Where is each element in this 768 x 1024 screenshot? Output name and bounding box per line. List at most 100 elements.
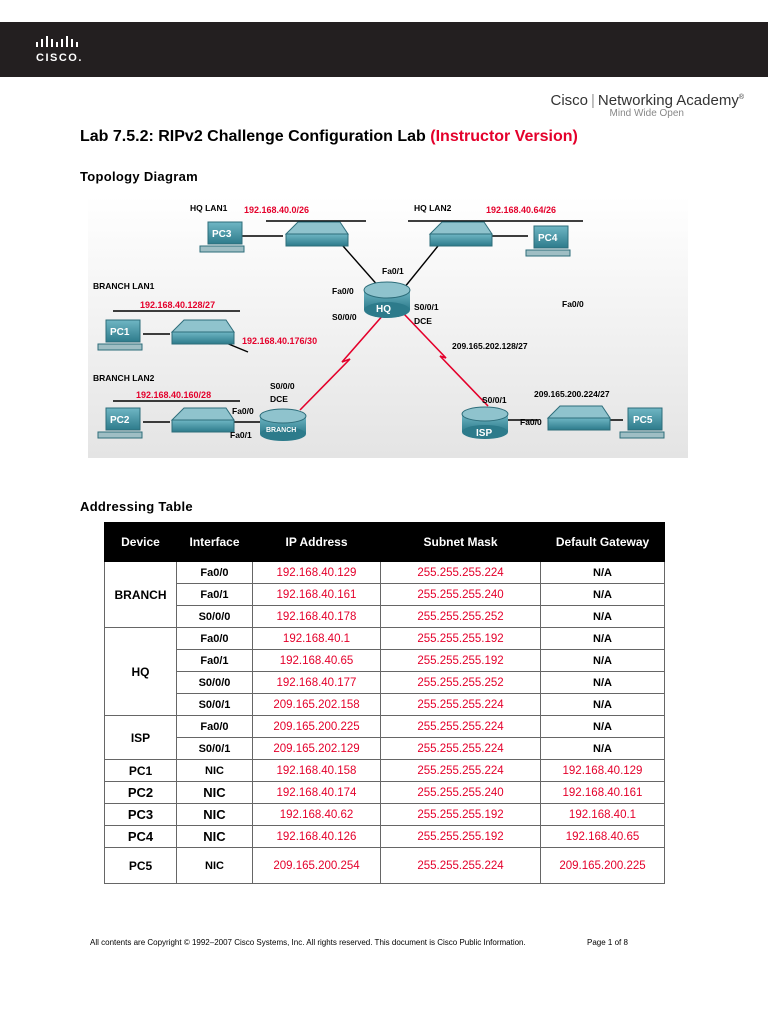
label-br-dce: DCE: [270, 394, 288, 404]
switch-icon: [546, 405, 611, 431]
ip-address-cell: 209.165.202.129: [252, 737, 381, 760]
switch-icon: [170, 407, 235, 433]
isp-router-icon: [461, 406, 509, 439]
lab-title-version: (Instructor Version): [430, 128, 578, 145]
interface-cell: Fa0/1: [176, 583, 253, 606]
ip-address-cell: 192.168.40.129: [252, 561, 381, 584]
hq-router-icon: [363, 281, 411, 318]
default-gateway-cell: 192.168.40.129: [540, 759, 665, 782]
pc2-icon: [97, 407, 143, 439]
switch-icon: [170, 319, 235, 345]
device-cell: HQ: [104, 627, 177, 716]
device-cell: PC4: [104, 825, 177, 848]
switch-icon: [284, 221, 349, 247]
ip-address-cell: 192.168.40.161: [252, 583, 381, 606]
label-pc4: PC4: [538, 233, 558, 244]
label-hq-lan1: HQ LAN1: [190, 203, 228, 213]
interface-cell: Fa0/0: [176, 627, 253, 650]
device-cell: ISP: [104, 715, 177, 760]
label-branch-lan2-net: 192.168.40.160/28: [136, 390, 211, 400]
label-isp-lan-net: 209.165.200.224/27: [534, 389, 610, 399]
academy-name: Networking Academy: [597, 92, 739, 109]
lab-title: Lab 7.5.2: RIPv2 Challenge Configuration…: [80, 128, 578, 146]
ip-address-cell: 209.165.200.225: [252, 715, 381, 738]
footer-page-number: Page 1 of 8: [587, 938, 628, 947]
subnet-mask-cell: 255.255.255.240: [380, 781, 541, 804]
subnet-mask-cell: 255.255.255.224: [380, 693, 541, 716]
column-header: Default Gateway: [540, 522, 665, 562]
subnet-mask-cell: 255.255.255.224: [380, 847, 541, 884]
table-header-row: Device Interface IP Address Subnet Mask …: [104, 522, 665, 562]
label-hq-dce: DCE: [414, 316, 432, 326]
default-gateway-cell: N/A: [540, 649, 665, 672]
device-cell: PC5: [104, 847, 177, 884]
default-gateway-cell: 192.168.40.161: [540, 781, 665, 804]
label-branch-lan2: BRANCH LAN2: [93, 373, 155, 383]
default-gateway-cell: 209.165.200.225: [540, 847, 665, 884]
label-br-s000: S0/0/0: [270, 381, 295, 391]
pc1-icon: [97, 319, 143, 351]
label-hq-isp-net: 209.165.202.128/27: [452, 341, 528, 351]
academy-brand: Cisco|Networking Academy® Mind Wide Open: [551, 92, 745, 119]
academy-cisco: Cisco: [550, 92, 589, 109]
ip-address-cell: 209.165.200.254: [252, 847, 381, 884]
label-hq-fa01: Fa0/1: [382, 266, 404, 276]
interface-cell: NIC: [176, 781, 253, 804]
label-branch-lan1: BRANCH LAN1: [93, 281, 155, 291]
academy-title: Cisco|Networking Academy®: [550, 92, 745, 109]
ip-address-cell: 192.168.40.62: [252, 803, 381, 826]
header-bar: CISCO.: [0, 22, 768, 77]
label-pc2: PC2: [110, 415, 130, 426]
interface-cell: NIC: [176, 825, 253, 848]
interface-cell: S0/0/0: [176, 605, 253, 628]
default-gateway-cell: N/A: [540, 737, 665, 760]
interface-cell: Fa0/0: [176, 561, 253, 584]
device-cell: PC1: [104, 759, 177, 782]
subnet-mask-cell: 255.255.255.224: [380, 561, 541, 584]
label-branch-hq-net: 192.168.40.176/30: [242, 336, 317, 346]
label-hq-s001: S0/0/1: [414, 302, 439, 312]
interface-cell: NIC: [176, 803, 253, 826]
default-gateway-cell: N/A: [540, 671, 665, 694]
footer: All contents are Copyright © 1992–2007 C…: [90, 938, 690, 947]
cisco-wordmark: CISCO.: [36, 52, 83, 64]
interface-cell: S0/0/1: [176, 693, 253, 716]
ip-address-cell: 192.168.40.126: [252, 825, 381, 848]
column-header: Interface: [176, 522, 253, 562]
label-isp-fa00: Fa0/0: [520, 417, 542, 427]
default-gateway-cell: N/A: [540, 715, 665, 738]
interface-cell: Fa0/0: [176, 715, 253, 738]
column-header: IP Address: [252, 522, 381, 562]
label-pc3: PC3: [212, 229, 232, 240]
subnet-mask-cell: 255.255.255.192: [380, 649, 541, 672]
default-gateway-cell: 192.168.40.65: [540, 825, 665, 848]
ip-address-cell: 192.168.40.65: [252, 649, 381, 672]
addressing-heading: Addressing Table: [80, 499, 193, 514]
cisco-bars-icon: [36, 36, 78, 47]
ip-address-cell: 192.168.40.158: [252, 759, 381, 782]
label-hq: HQ: [376, 304, 391, 315]
device-cell: PC2: [104, 781, 177, 804]
ip-address-cell: 209.165.202.158: [252, 693, 381, 716]
label-pc1: PC1: [110, 327, 130, 338]
interface-cell: NIC: [176, 847, 253, 884]
label-branch: BRANCH: [266, 427, 296, 434]
pc4-icon: [525, 225, 571, 257]
academy-tagline: Mind Wide Open: [609, 108, 684, 119]
ip-address-cell: 192.168.40.174: [252, 781, 381, 804]
default-gateway-cell: N/A: [540, 561, 665, 584]
column-header: Device: [104, 522, 177, 562]
switch-icon: [428, 221, 493, 247]
pc3-icon: [199, 221, 245, 253]
